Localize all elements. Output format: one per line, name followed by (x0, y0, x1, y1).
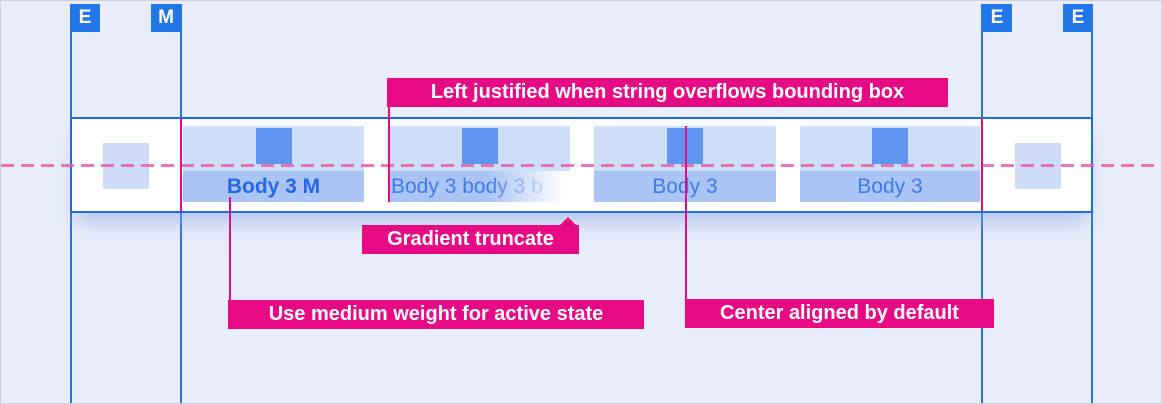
content-margin-line-right (981, 118, 983, 211)
tab-item-truncated[interactable]: Body 3 body 3 b (389, 126, 570, 202)
tab-icon-placeholder (255, 128, 292, 164)
tab-icon-placeholder (461, 128, 498, 164)
margin-marker-m-left-inner: M (151, 4, 181, 32)
annotation-center-aligned-label: Center aligned by default (685, 299, 994, 328)
margin-marker-e-right-outer: E (1063, 4, 1093, 32)
annotation-line-active-weight (229, 197, 231, 301)
margin-marker-e-right-inner: E (982, 4, 1012, 32)
tab-label: Body 3 body 3 b (389, 171, 570, 202)
tab-label: Body 3 (800, 171, 980, 202)
annotation-line-center-aligned (685, 126, 687, 300)
content-margin-line-left (180, 118, 182, 211)
annotation-gradient-truncate-label: Gradient truncate (362, 217, 579, 254)
baseline-dashed-guide (1, 164, 1161, 167)
tab-item-active[interactable]: Body 3 M (183, 126, 364, 202)
tab-label: Body 3 M (183, 171, 364, 202)
margin-marker-e-left-outer: E (70, 4, 100, 32)
annotation-overflow-label: Left justified when string overflows bou… (387, 78, 948, 107)
tab-item[interactable]: Body 3 (800, 126, 980, 202)
annotation-line-overflow (388, 107, 390, 202)
tab-icon-placeholder (872, 128, 908, 164)
annotation-active-weight-label: Use medium weight for active state (228, 300, 644, 329)
